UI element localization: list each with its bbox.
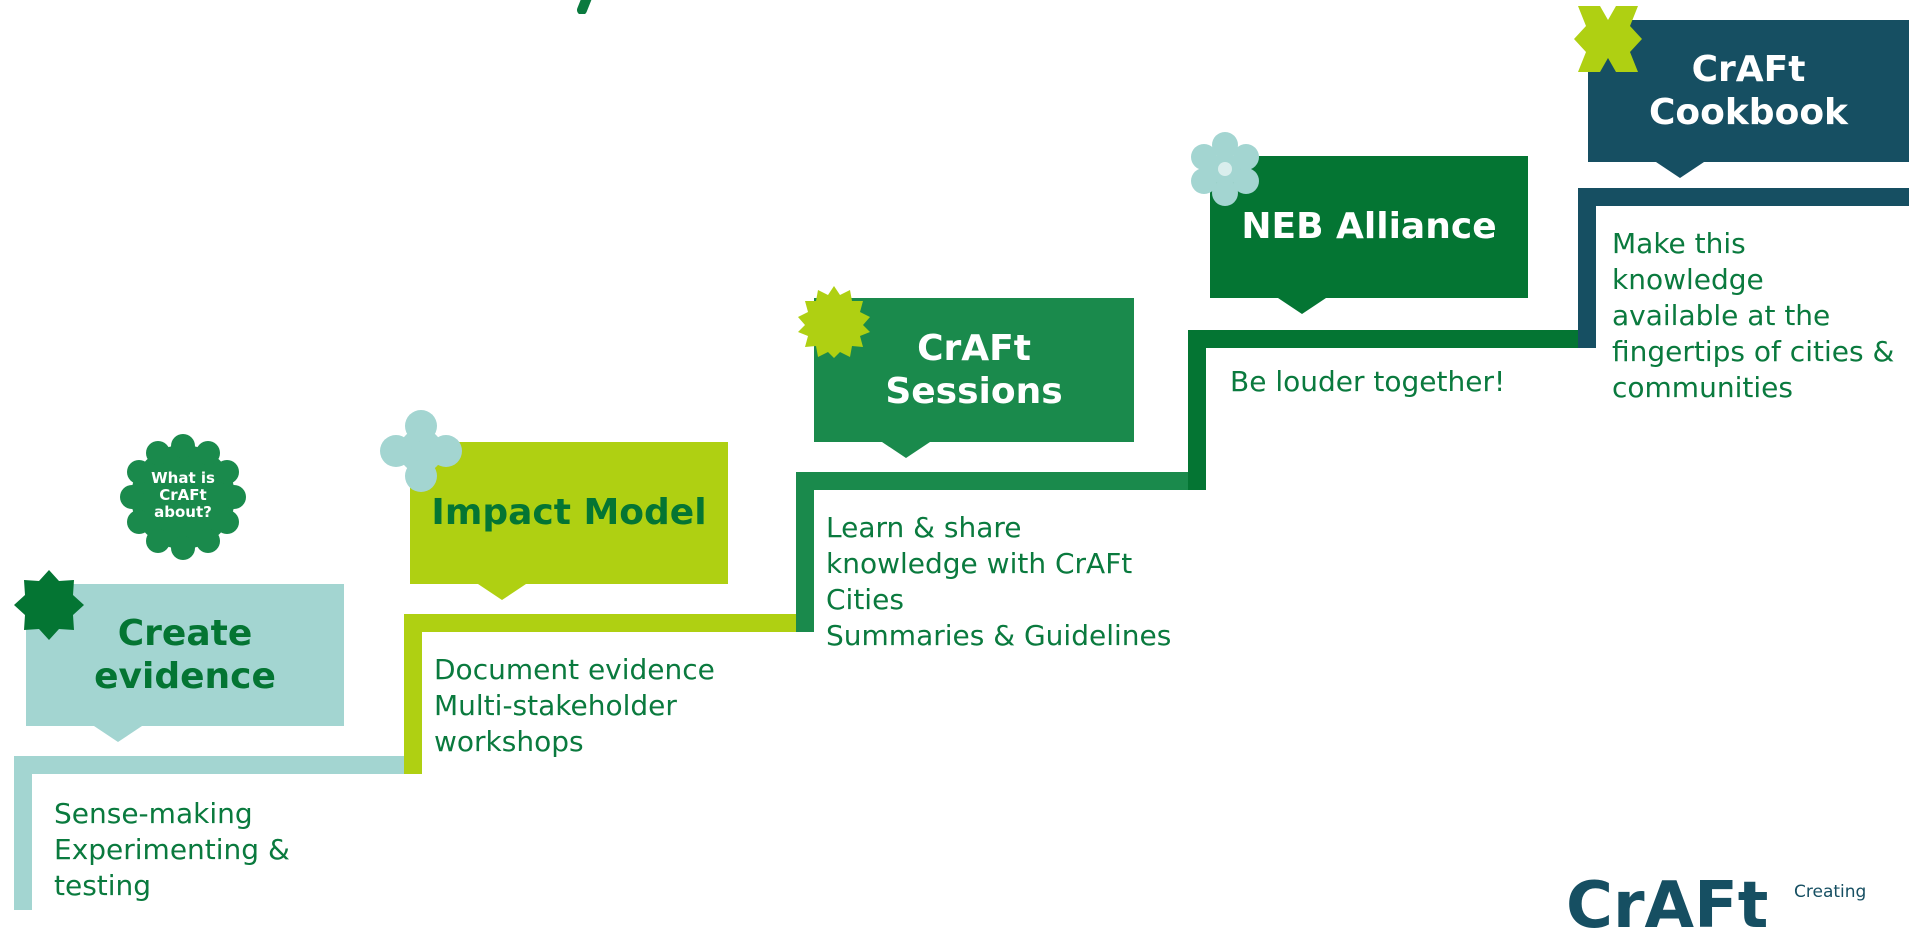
step-4-description: Be louder together! — [1230, 365, 1506, 398]
stair-riser-3 — [796, 472, 814, 632]
step-5-pointer — [1656, 162, 1704, 178]
craft-logo: CrAFt — [1566, 874, 1792, 938]
step-2-box[interactable]: Impact Model — [410, 442, 728, 584]
stair-line-2 — [404, 614, 800, 632]
step-5-description: Make this knowledge available at the fin… — [1612, 227, 1895, 404]
step-5-box[interactable]: CrAFt Cookbook — [1588, 20, 1909, 162]
step-3-description: Learn & share knowledge with CrAFt Citie… — [826, 511, 1172, 652]
stair-riser-4 — [1188, 330, 1206, 490]
step-1-title: Create evidence — [94, 612, 276, 697]
step-4-pointer — [1278, 298, 1326, 314]
badge-label: What is CrAFt about? — [151, 469, 215, 521]
stair-riser-1 — [14, 756, 32, 910]
stair-riser-2 — [404, 614, 422, 774]
step-1-pointer — [94, 726, 142, 742]
what-is-craft-badge[interactable]: What is CrAFt about? — [118, 432, 248, 562]
stair-line-5 — [1578, 188, 1909, 206]
step-2-title: Impact Model — [431, 492, 707, 534]
scalloped-badge-icon — [120, 434, 246, 560]
logo-tagline: Creating — [1794, 882, 1867, 902]
step-1-description: Sense-making Experimenting & testing — [54, 797, 290, 902]
step-3-pointer — [882, 442, 930, 458]
step-2-pointer — [478, 584, 526, 600]
step-3-title: CrAFt Sessions — [885, 327, 1063, 412]
step-2-description: Document evidence Multi-stakeholder work… — [434, 653, 715, 758]
logo-wordmark: CrAFt — [1566, 869, 1769, 943]
sun-burst-icon — [798, 286, 870, 358]
four-lobe-flower-icon — [380, 410, 462, 492]
step-3-box[interactable]: CrAFt Sessions — [814, 298, 1134, 442]
stair-riser-5 — [1578, 188, 1596, 348]
title-fragment — [572, 0, 612, 15]
step-4-box[interactable]: NEB Alliance — [1210, 156, 1528, 298]
step-5-title: CrAFt Cookbook — [1648, 48, 1848, 133]
six-petal-flower-icon — [1184, 128, 1266, 210]
stair-line-3 — [796, 472, 1194, 490]
step-4-title: NEB Alliance — [1241, 206, 1497, 248]
octagon-star-icon — [14, 570, 84, 640]
stair-line-4 — [1188, 330, 1586, 348]
stair-line-1 — [14, 756, 406, 774]
cross-shape-icon — [1574, 6, 1642, 72]
